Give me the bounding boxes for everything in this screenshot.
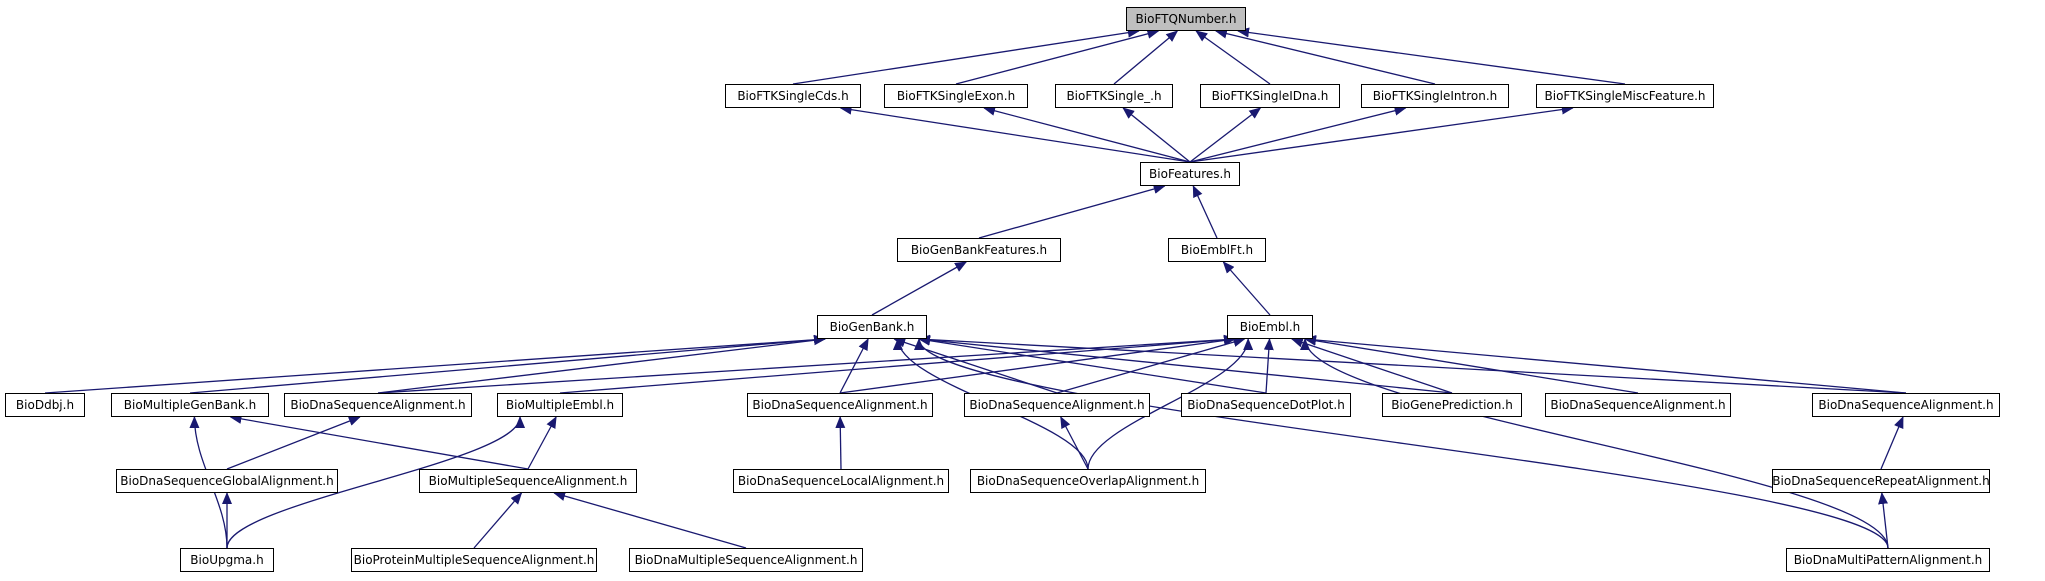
node-bioftksingleidna[interactable]: BioFTKSingleIDna.h (1200, 84, 1340, 108)
edge-dsa1-to-embl (377, 334, 1236, 394)
node-biodnasequenceglobalalignment[interactable]: BioDnaSequenceGlobalAlignment.h (116, 469, 338, 493)
edge-dsa3-to-embl (1056, 337, 1246, 394)
edge-dsa5-to-genbank (918, 334, 1907, 394)
edge-multipattern-to-genbank (914, 338, 1889, 549)
edge-ddbj-to-genbank (44, 334, 826, 394)
edge-features-to-intron (1189, 105, 1407, 163)
edge-misc-to-ftq (1237, 27, 1626, 85)
node-bioupgma[interactable]: BioUpgma.h (180, 548, 274, 572)
edge-mgenbank-to-genbank (189, 334, 826, 394)
edge-multipattern-to-embl (1300, 338, 1889, 549)
edge-dotplot-to-embl (1263, 338, 1274, 394)
edge-genbank-to-gbfeat (871, 261, 968, 316)
node-biodnasequencealignment-5[interactable]: BioDnaSequenceAlignment.h (1812, 393, 2000, 417)
node-biodnasequencelocalalignment[interactable]: BioDnaSequenceLocalAlignment.h (733, 469, 949, 493)
node-biodnamultipatternalignment[interactable]: BioDnaMultiPatternAlignment.h (1786, 548, 1990, 572)
node-biodnasequencealignment-1[interactable]: BioDnaSequenceAlignment.h (284, 393, 472, 417)
node-bioddbj[interactable]: BioDdbj.h (5, 393, 85, 417)
node-bioftksinglecds[interactable]: BioFTKSingleCds.h (725, 84, 861, 108)
edge-msa-to-mgenbank (229, 413, 529, 470)
node-bioftksingle[interactable]: BioFTKSingle_.h (1055, 84, 1173, 108)
node-bioproteinmultiplesequencealignment[interactable]: BioProteinMultipleSequenceAlignment.h (351, 548, 597, 572)
edge-dsa5-to-embl (1304, 335, 1907, 394)
edge-multipattern-to-repeat (1878, 492, 1889, 549)
node-biodnasequencealignment-3[interactable]: BioDnaSequenceAlignment.h (964, 393, 1150, 417)
node-bioftksinglemiscfeature[interactable]: BioFTKSingleMiscFeature.h (1536, 84, 1714, 108)
edge-embl-to-emblft (1222, 261, 1271, 316)
node-biogenbank[interactable]: BioGenBank.h (817, 315, 927, 339)
edge-cds-to-ftq (792, 27, 1140, 85)
node-bioftksingleexon[interactable]: BioFTKSingleExon.h (884, 84, 1028, 108)
node-bioembl[interactable]: BioEmbl.h (1227, 315, 1313, 339)
edge-emblft-to-features (1192, 185, 1218, 239)
node-biomultiplesequencealignment[interactable]: BioMultipleSequenceAlignment.h (419, 469, 637, 493)
edge-overlap-to-embl (1087, 338, 1254, 470)
edge-exon-to-ftq (955, 28, 1160, 85)
edge-features-to-misc (1189, 104, 1574, 163)
edge-genepred-to-genbank (918, 335, 1453, 394)
node-biodnasequencedotplot[interactable]: BioDnaSequenceDotPlot.h (1181, 393, 1351, 417)
edge-upgma-to-membl (226, 416, 525, 549)
edge-global-to-dsa1 (226, 416, 361, 470)
node-biomultipleembl[interactable]: BioMultipleEmbl.h (497, 393, 623, 417)
edge-single-to-ftq (1113, 30, 1179, 85)
edge-dotplot-to-genbank (918, 335, 1267, 394)
edge-features-to-exon (983, 105, 1191, 163)
edge-dsa4-to-embl (1304, 335, 1639, 394)
edge-intron-to-ftq (1214, 28, 1436, 85)
node-biodnasequenceoverlapalignment[interactable]: BioDnaSequenceOverlapAlignment.h (970, 469, 1206, 493)
node-biomultiplegenbank[interactable]: BioMultipleGenBank.h (111, 393, 269, 417)
edge-local-to-dsa2 (835, 416, 846, 470)
edge-features-to-single (1122, 107, 1191, 163)
edge-dsa2-to-genbank (839, 338, 869, 394)
edge-features-to-idna (1189, 107, 1262, 163)
node-bioftqnumber-root: BioFTQNumber.h (1126, 7, 1246, 31)
node-biodnasequencealignment-4[interactable]: BioDnaSequenceAlignment.h (1545, 393, 1731, 417)
edge-msa-to-membl (527, 416, 557, 470)
edge-gbfeat-to-features (978, 184, 1166, 239)
edge-genepred-to-embl (1290, 337, 1453, 394)
edge-dsa2-to-embl (839, 335, 1236, 394)
node-bioemblft[interactable]: BioEmblFt.h (1168, 238, 1266, 262)
edge-dnamsa-to-msa (553, 491, 747, 549)
edge-idna-to-ftq (1195, 30, 1271, 85)
edge-membl-to-embl (559, 334, 1236, 394)
node-biogenbankfeatures[interactable]: BioGenBankFeatures.h (897, 238, 1061, 262)
edge-protmsa-to-msa (473, 492, 523, 549)
node-biofeatures[interactable]: BioFeatures.h (1140, 162, 1240, 186)
node-bioftksingleintron[interactable]: BioFTKSingleIntron.h (1361, 84, 1509, 108)
edge-repeat-to-dsa5 (1880, 416, 1904, 470)
node-biodnasequencerepeatalignment[interactable]: BioDnaSequenceRepeatAlignment.h (1772, 469, 1990, 493)
node-biogeneprediction[interactable]: BioGenePrediction.h (1382, 393, 1522, 417)
edge-features-to-cds (839, 104, 1191, 163)
edge-dsa1-to-genbank (377, 335, 826, 394)
edge-overlap-to-dsa3 (1060, 416, 1089, 470)
node-biodnamultiplesequencealignment[interactable]: BioDnaMultipleSequenceAlignment.h (629, 548, 863, 572)
node-biodnasequencealignment-2[interactable]: BioDnaSequenceAlignment.h (747, 393, 933, 417)
